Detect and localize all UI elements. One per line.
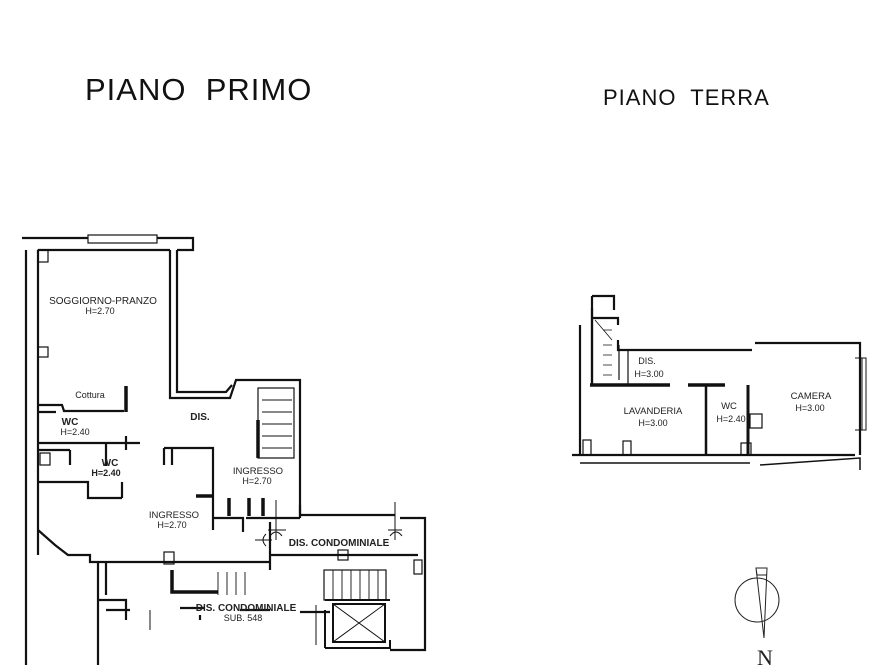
room-label: WC <box>62 417 79 428</box>
room-label: WC <box>102 458 119 469</box>
room-label: WC <box>721 401 737 412</box>
north-compass-icon <box>734 567 780 639</box>
room-label: DIS. <box>190 412 210 423</box>
room-label: DIS. CONDOMINIALE <box>289 538 390 549</box>
room-label: INGRESSO <box>149 510 199 521</box>
room-height: H=2.70 <box>242 476 271 486</box>
room-height: H=3.00 <box>795 403 824 413</box>
room-height: H=2.70 <box>85 306 114 316</box>
room-label: DIS. <box>638 356 656 366</box>
room-height: H=2.40 <box>60 427 89 437</box>
room-height: H=3.00 <box>634 369 663 379</box>
door-symbols <box>149 500 403 645</box>
room-height: H=2.40 <box>716 414 745 424</box>
room-label: Cottura <box>75 390 105 400</box>
ground-floor-labels: DIS. H=3.00 LAVANDERIA H=3.00 WC H=2.40 … <box>624 356 832 428</box>
room-label: LAVANDERIA <box>624 406 683 417</box>
ground-floor-title: PIANO TERRA <box>603 85 770 110</box>
ground-floor-walls <box>572 294 867 470</box>
room-label: CAMERA <box>791 391 832 402</box>
room-height: H=3.00 <box>638 418 667 428</box>
first-floor-walls <box>22 234 427 665</box>
first-floor-labels: SOGGIORNO-PRANZO H=2.70 Cottura WC H=2.4… <box>49 296 390 623</box>
room-label: SOGGIORNO-PRANZO <box>49 296 157 307</box>
room-height: H=2.40 <box>91 468 120 478</box>
room-label: INGRESSO <box>233 466 283 477</box>
north-label: N <box>757 645 773 670</box>
room-height: H=2.70 <box>157 520 186 530</box>
room-label: DIS. CONDOMINIALE <box>196 603 297 614</box>
room-sub: SUB. 548 <box>224 613 263 623</box>
first-floor-title: PIANO PRIMO <box>85 72 313 107</box>
